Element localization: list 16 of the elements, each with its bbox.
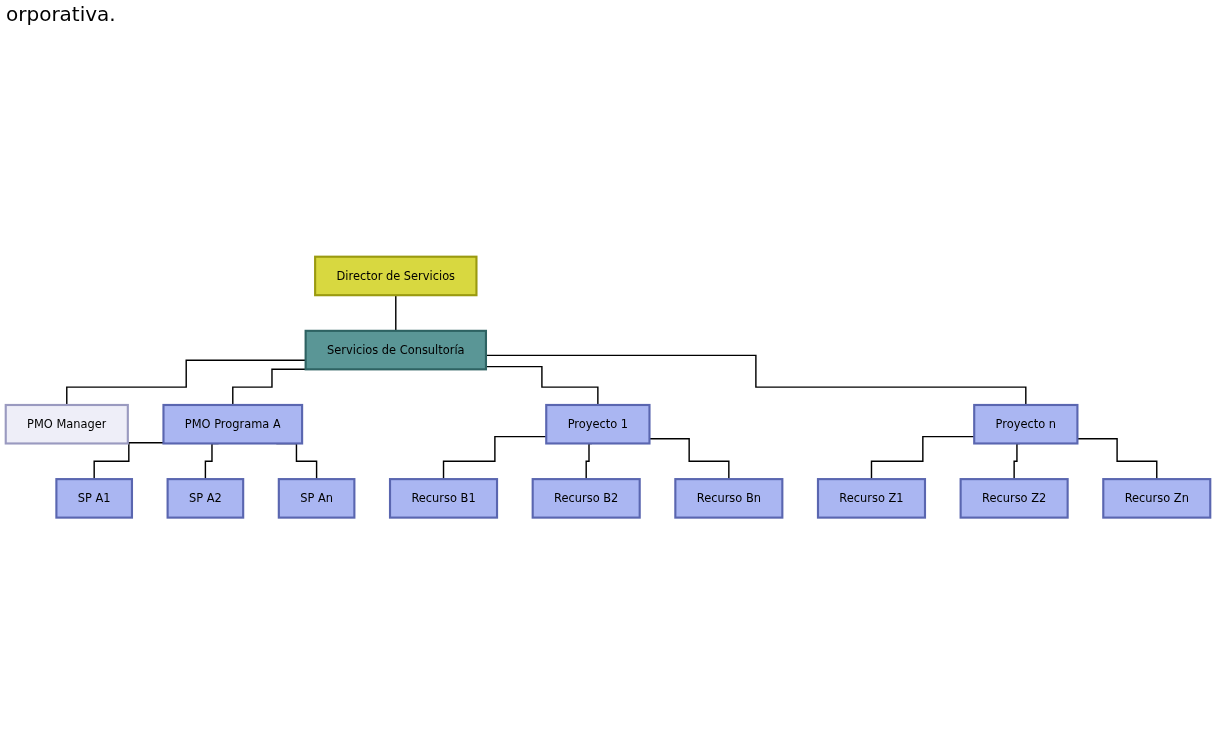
node-box: Recurso B2: [531, 478, 641, 520]
node-box: Recurso Z1: [816, 478, 927, 520]
node-box: Recurso B1: [388, 478, 499, 520]
node-box: PMO Programa A: [162, 404, 304, 445]
node-box: Proyecto 1: [545, 404, 651, 445]
node-box: Proyecto n: [973, 404, 1079, 445]
node-box: SP A1: [55, 478, 134, 520]
node-box: Recurso Z2: [959, 478, 1069, 520]
node-box: SP A2: [166, 478, 245, 520]
node-box: Servicios de Consultoría: [304, 330, 487, 371]
node-box: PMO Manager: [4, 404, 129, 445]
note-text: orporativa.: [6, 2, 116, 26]
node-box: Director de Servicios: [314, 256, 478, 297]
node-box: Recurso Zn: [1102, 478, 1212, 520]
node-box: SP An: [277, 478, 356, 520]
node-box: Recurso Bn: [674, 478, 784, 520]
